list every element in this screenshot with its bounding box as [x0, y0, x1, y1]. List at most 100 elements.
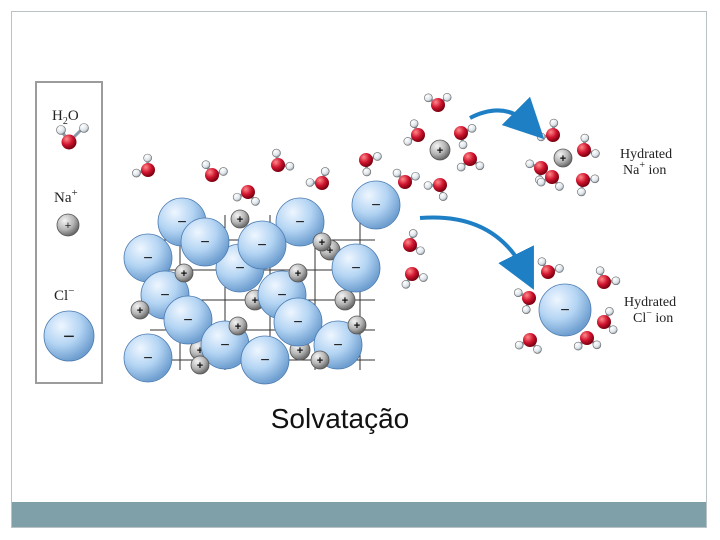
water-molecule — [392, 168, 420, 189]
svg-text:−: − — [200, 234, 209, 251]
chloride-ion: − — [123, 233, 173, 283]
svg-text:−: − — [143, 250, 152, 267]
sodium-ion: + — [230, 209, 250, 229]
sodium-ion: + — [310, 350, 330, 370]
svg-text:+: + — [181, 268, 187, 280]
water-molecule — [403, 119, 425, 146]
svg-text:+: + — [354, 320, 360, 332]
svg-text:+: + — [317, 355, 323, 367]
svg-text:+: + — [437, 145, 443, 157]
slide-border — [11, 11, 707, 528]
svg-text:+: + — [137, 305, 143, 317]
hydrated-cl-label-line2: Cl− ion — [633, 308, 673, 326]
water-molecule — [201, 160, 228, 182]
svg-text:−: − — [63, 326, 75, 348]
chloride-ion: − — [180, 217, 230, 267]
svg-text:−: − — [160, 287, 169, 304]
legend-chloride: Cl− − — [43, 285, 95, 362]
svg-text:−: − — [560, 302, 569, 319]
hydrated-na-label-line2: Na+ ion — [623, 160, 666, 178]
water-molecule — [577, 133, 600, 158]
water-molecule — [573, 331, 602, 351]
sodium-ion: + — [174, 263, 194, 283]
svg-text:+: + — [237, 214, 243, 226]
water-molecule — [536, 170, 564, 191]
legend-water-label: H2O — [52, 108, 79, 127]
water-molecule — [401, 267, 428, 289]
arrow-to-hydrated-cl — [419, 215, 534, 290]
water-molecule — [536, 118, 560, 142]
caption: Solvatação — [0, 403, 680, 435]
chloride-ion: − — [275, 197, 325, 247]
svg-text:−: − — [295, 214, 304, 231]
svg-text:−: − — [177, 214, 186, 231]
chloride-ion: − — [163, 295, 213, 345]
leaving-chloride-ion: − — [351, 180, 401, 230]
svg-text:−: − — [351, 260, 360, 277]
water-molecule — [597, 307, 618, 335]
water-molecule — [359, 152, 382, 177]
sodium-ion: + — [228, 316, 248, 336]
hydrated-chloride-ion: − — [538, 283, 592, 337]
chloride-ion: − — [240, 335, 290, 385]
svg-text:+: + — [197, 345, 203, 357]
water-molecule — [132, 153, 155, 178]
water-molecule — [423, 178, 448, 201]
svg-text:+: + — [342, 295, 348, 307]
sodium-ion: + — [190, 355, 210, 375]
svg-text:+: + — [197, 360, 203, 372]
sodium-ion: + — [347, 315, 367, 335]
legend-sodium-label: Na+ — [54, 187, 78, 206]
water-molecule — [454, 124, 477, 150]
hydrated-sodium-ion: + — [553, 148, 573, 168]
water-molecule — [403, 229, 425, 256]
legend-sodium: Na+ + — [54, 187, 80, 237]
water-molecule — [513, 288, 536, 314]
water-molecule — [305, 167, 330, 190]
water-molecule — [595, 266, 621, 289]
svg-text:−: − — [371, 197, 380, 214]
chloride-ion-icon — [43, 310, 95, 362]
chloride-ion: − — [123, 333, 173, 383]
svg-text:+: + — [295, 268, 301, 280]
arrow-to-hydrated-na — [469, 96, 545, 140]
water-molecule — [537, 257, 564, 279]
water-molecule — [232, 185, 260, 206]
hydrated-na-label-line1: Hydrated — [620, 147, 672, 162]
nacl-crystal-lattice: +++++++++−−−−−−−−−−−−−−−+++++++++ — [123, 197, 381, 385]
svg-text:+: + — [297, 345, 303, 357]
water-molecule-icon — [56, 123, 89, 150]
water-molecule — [424, 92, 452, 112]
footer-bar — [12, 502, 706, 527]
chloride-ion: − — [273, 297, 323, 347]
svg-text:−: − — [277, 287, 286, 304]
water-molecule — [456, 152, 485, 172]
water-molecule — [576, 173, 600, 197]
svg-text:+: + — [327, 245, 333, 257]
caption-text: Solvatação — [270, 403, 410, 434]
water-molecule — [271, 148, 295, 172]
sodium-ion-icon — [56, 213, 80, 237]
svg-text:+: + — [560, 153, 566, 165]
sodium-ion: + — [288, 263, 308, 283]
leaving-sodium-ion: + — [429, 139, 451, 161]
chloride-ion: − — [237, 220, 287, 270]
legend-chloride-label: Cl− — [54, 285, 74, 304]
svg-text:−: − — [333, 337, 342, 354]
svg-text:+: + — [65, 220, 71, 232]
sodium-ion: + — [312, 232, 332, 252]
water-molecule — [514, 333, 542, 354]
svg-text:−: − — [293, 314, 302, 331]
hydrated-cl-label-line1: Hydrated — [624, 295, 676, 310]
svg-text:+: + — [319, 237, 325, 249]
svg-text:+: + — [252, 295, 258, 307]
svg-text:−: − — [143, 350, 152, 367]
water-molecules — [132, 92, 621, 354]
svg-text:−: − — [260, 352, 269, 369]
chloride-ion: − — [331, 243, 381, 293]
legend-water: H2O — [52, 108, 89, 150]
svg-text:+: + — [235, 321, 241, 333]
sodium-ion: + — [334, 289, 356, 311]
svg-text:−: − — [183, 312, 192, 329]
